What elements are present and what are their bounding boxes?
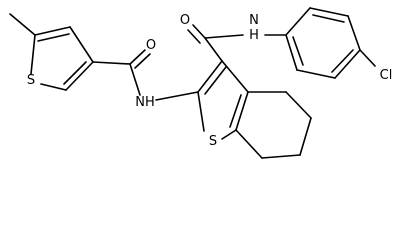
bond-ph-c6-c1-double [292, 36, 304, 66]
bond-thio-carbonyl [92, 61, 131, 65]
bond-bt-c3a-c7a [235, 91, 249, 131]
bond-cy-c5-c6 [299, 117, 312, 156]
bond-thio-c3-c2 [65, 61, 94, 91]
bond-carbonyl-n-left [129, 63, 141, 96]
bond-bt-s-c2 [197, 91, 205, 132]
bond-cy-c7-c7a [235, 129, 263, 159]
bond-bt-c3-c3a [221, 60, 249, 93]
bond-ph-c5-c6 [296, 69, 336, 79]
bond-thio-s-c5 [30, 34, 36, 75]
bond-cy-c4-c5 [285, 91, 312, 119]
bond-carbonyl-o-right [192, 24, 206, 39]
bond-ph-c2-c3-double [312, 14, 345, 23]
bond-c3-carbonyl-right [204, 37, 223, 62]
bond-bt-c3a-c7a-double [229, 94, 242, 128]
bond-thio-c2-s [40, 83, 67, 91]
bond-carbonyl-o-right-double [187, 29, 201, 44]
bond-carbonyl-o-left [129, 49, 146, 65]
atom-h-amide-right: H [249, 28, 259, 43]
bond-carbonyl-o-left-double [134, 53, 151, 69]
bond-thio-c4-c3 [69, 26, 94, 63]
atom-nh-amide-left: NH [135, 95, 155, 110]
bond-ph-c1-c2 [285, 7, 311, 36]
bond-ph-c4-cl [359, 49, 376, 67]
bond-n-left-c2 [155, 91, 199, 101]
atom-o-amide-left: O [146, 38, 156, 53]
bond-bt-c2-c3-double [204, 66, 227, 95]
bond-methyl [9, 13, 36, 36]
bond-thio-c5-c4-double [37, 33, 70, 42]
bond-ph-c2-c3 [309, 7, 349, 17]
atom-s-methylthiophene: S [27, 73, 35, 88]
bond-ph-c4-c5-double [331, 49, 354, 73]
bond-bt-c7a-s [221, 129, 237, 140]
bond-thio-c5-c4 [34, 26, 71, 36]
bond-cy-c6-c7 [261, 154, 301, 159]
bond-ph-c4-c5 [334, 49, 361, 79]
atom-n-amide-right: N [249, 13, 259, 28]
bond-ph-c3-c4 [347, 15, 361, 51]
chemical-structure-diagram: S O NH O N H S Cl [9, 7, 392, 159]
atom-cl: Cl [380, 68, 393, 83]
atom-o-amide-right: O [180, 13, 190, 28]
bond-bt-c2-c3 [197, 60, 223, 93]
bond-carbonyl-n-right [204, 34, 244, 39]
bond-ph-c6-c1 [285, 34, 298, 71]
bond-thio-c3-c2-double [63, 61, 87, 85]
bond-network [9, 7, 376, 159]
atom-s-benzothiophene: S [209, 134, 217, 149]
atom-labels: S O NH O N H S Cl [27, 13, 392, 149]
